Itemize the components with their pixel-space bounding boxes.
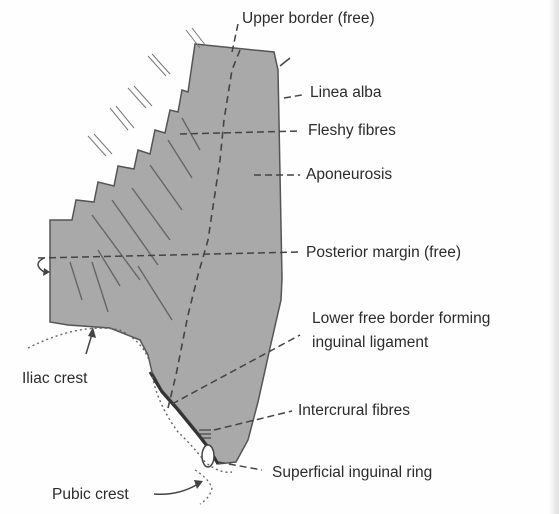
label-superficial-inguinal-ring: Superficial inguinal ring bbox=[272, 464, 432, 483]
label-aponeurosis: Aponeurosis bbox=[306, 166, 392, 185]
label-lower-free-border-1: Lower free border forming bbox=[312, 310, 490, 329]
iliac-crest-arrow bbox=[86, 334, 92, 354]
label-upper-border: Upper border (free) bbox=[242, 10, 375, 29]
label-lower-free-border-2: inguinal ligament bbox=[312, 334, 428, 353]
posterior-margin-arrow bbox=[38, 258, 44, 272]
label-iliac-crest: Iliac crest bbox=[22, 370, 87, 389]
leader-linea-alba bbox=[284, 95, 302, 98]
label-intercrural-fibres: Intercrural fibres bbox=[298, 402, 410, 421]
label-linea-alba: Linea alba bbox=[310, 84, 382, 103]
leader-superficial-ring bbox=[218, 462, 262, 470]
pubic-crest-arrow bbox=[154, 484, 198, 494]
label-fleshy-fibres: Fleshy fibres bbox=[308, 122, 396, 141]
label-pubic-crest: Pubic crest bbox=[52, 486, 129, 505]
label-posterior-margin: Posterior margin (free) bbox=[306, 244, 461, 263]
external-oblique-muscle bbox=[50, 44, 282, 464]
page-edge-shadow bbox=[549, 0, 559, 514]
